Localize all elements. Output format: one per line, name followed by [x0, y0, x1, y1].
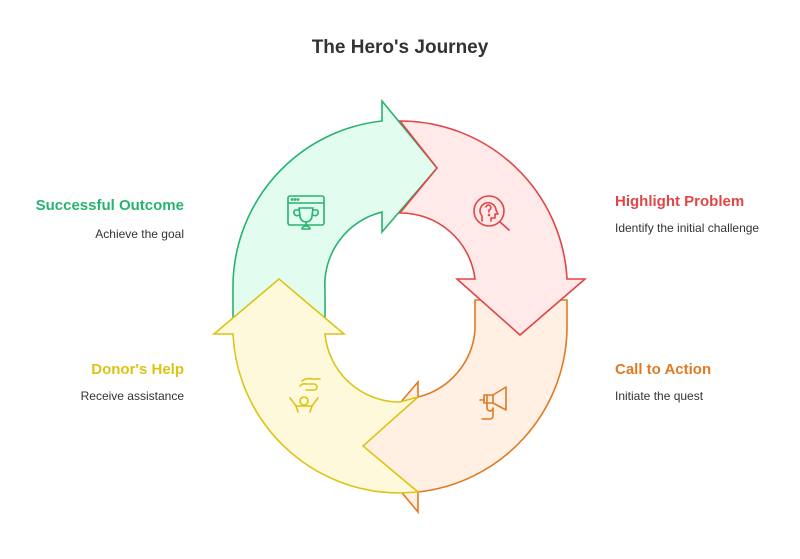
arrow-donors-help	[211, 277, 421, 494]
desc-call-to-action: Initiate the quest	[615, 389, 704, 403]
arrow-highlight-problem	[398, 120, 588, 337]
desc-highlight-problem: Identify the initial challenge	[615, 221, 760, 235]
label-highlight-problem: Highlight Problem	[615, 193, 745, 210]
diagram-title: The Hero's Journey	[311, 37, 489, 58]
desc-successful-outcome: Achieve the goal	[95, 227, 184, 241]
label-successful-outcome: Successful Outcome	[35, 197, 184, 214]
label-call-to-action: Call to Action	[615, 361, 712, 378]
arrow-successful-outcome	[232, 98, 439, 319]
head-question-magnifier-icon	[473, 195, 510, 231]
megaphone-icon	[479, 386, 507, 420]
label-donors-help: Donor's Help	[91, 361, 184, 378]
trophy-window-icon	[287, 195, 325, 230]
helping-hand-icon	[289, 377, 321, 413]
desc-donors-help: Receive assistance	[80, 389, 184, 403]
arrow-call-to-action	[361, 299, 568, 515]
